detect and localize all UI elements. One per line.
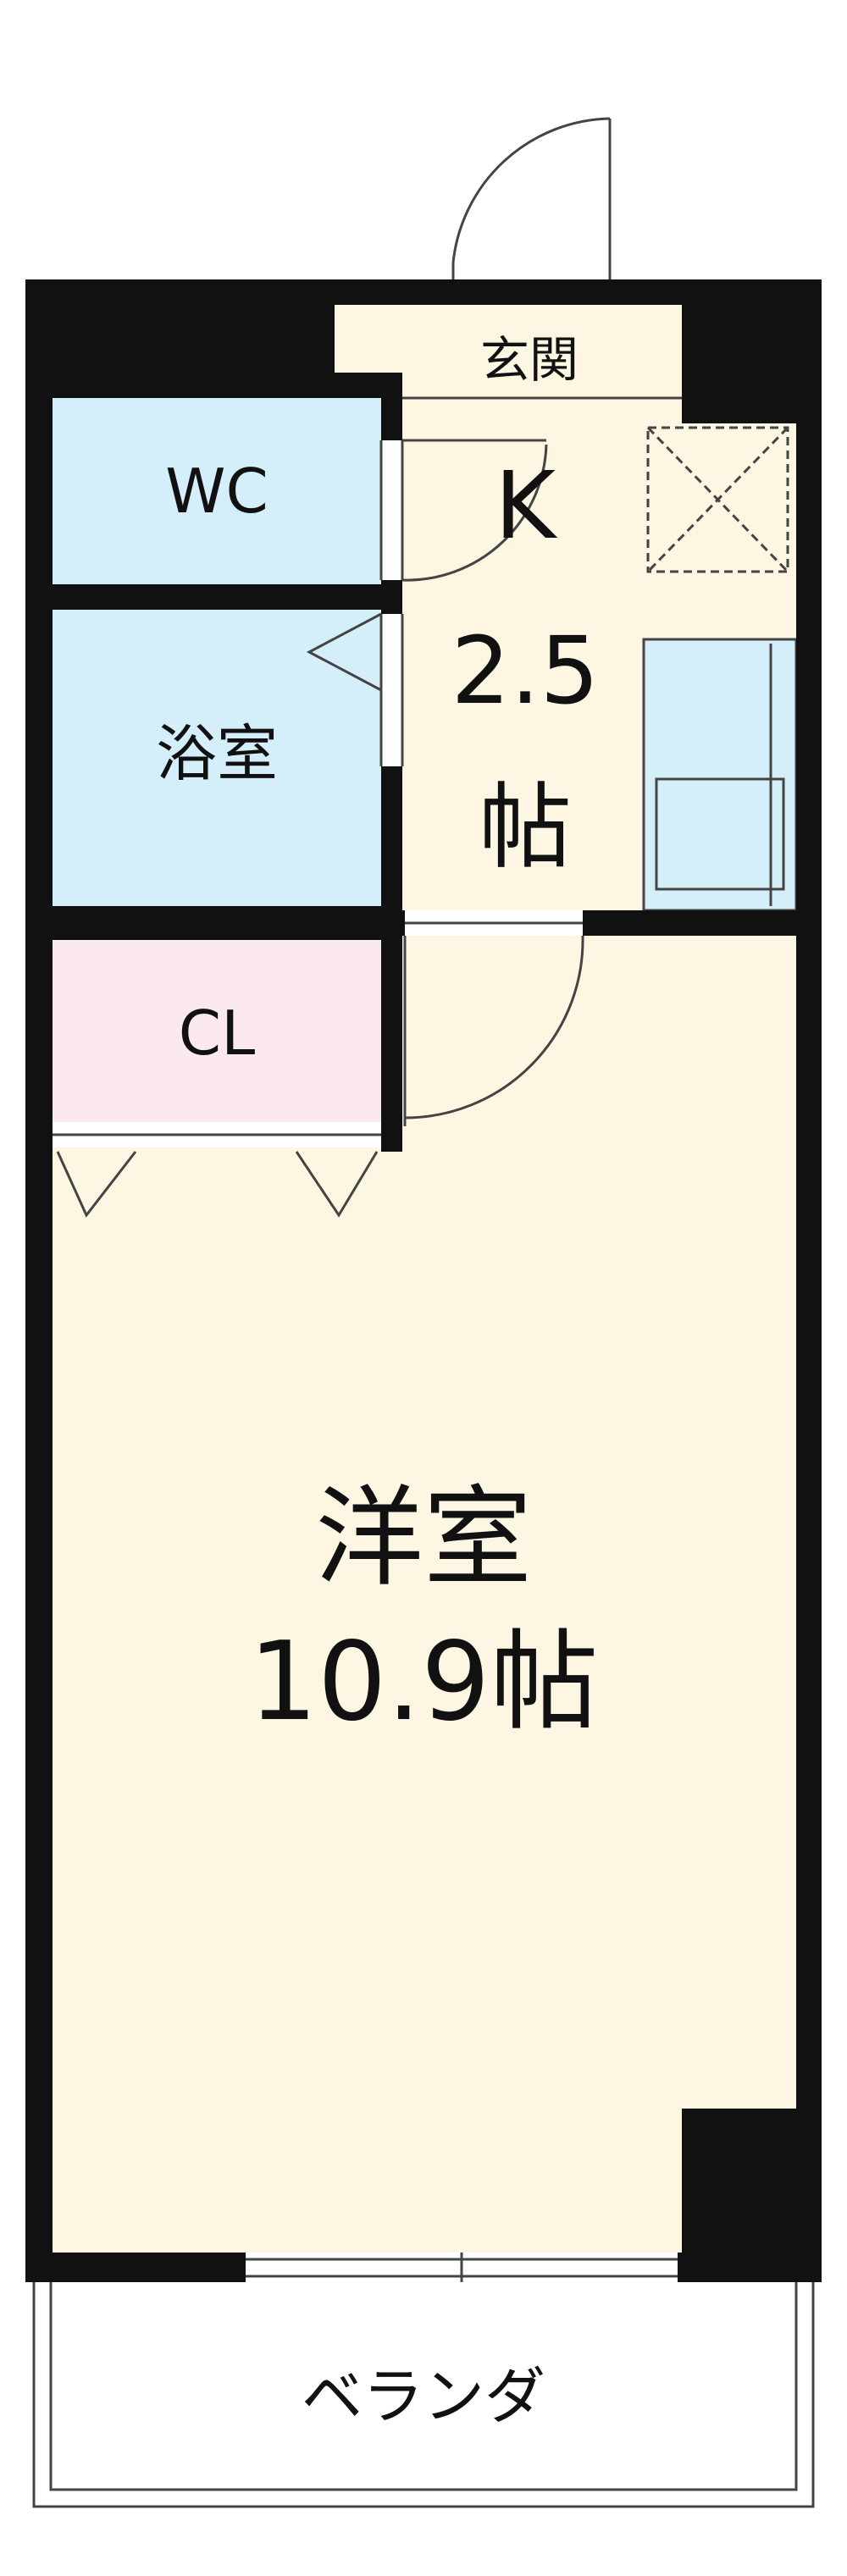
closet-folding-door-left: [56, 1151, 137, 1218]
closet-floor-overlay: [53, 940, 381, 1122]
walls: [25, 279, 822, 2282]
bath-label: 浴室: [156, 718, 278, 789]
room-fills: [53, 305, 798, 2253]
wall-wc-top: [25, 373, 402, 398]
sink-basin: [655, 777, 785, 891]
western-room-size: 10.9帖: [249, 1619, 599, 1745]
veranda-outer-rail: [32, 2282, 815, 2508]
bath-folding-door: [306, 612, 382, 692]
genkan-step: [335, 305, 682, 400]
genkan-label: 玄関: [480, 331, 579, 389]
wc-label: WC: [165, 456, 268, 527]
western-door-swing: [404, 935, 584, 1119]
bath-floor: [53, 610, 381, 906]
closet-label: CL: [179, 998, 255, 1069]
kitchen-size: 2.5: [451, 616, 600, 725]
wall-bath-closet: [25, 906, 402, 940]
wall-top-left-block: [25, 279, 335, 373]
wall-left: [25, 279, 53, 2282]
wc-door-opening: [381, 440, 402, 580]
western-room-floor: [53, 931, 796, 2253]
door-swings: [53, 439, 678, 2282]
veranda-inner-rail: [49, 2282, 798, 2491]
sink-unit: [642, 638, 798, 912]
western-room-label: 洋室: [315, 1475, 532, 1601]
kitchen-unit: 帖: [479, 773, 572, 882]
room-labels: 玄関 K 2.5 帖 WC 浴室 CL 洋室 10.9帖 ベランダ: [156, 331, 599, 2432]
entry-door: [451, 117, 612, 279]
wall-right: [796, 279, 822, 2282]
kitchen-label: K: [495, 451, 558, 560]
appliance-space: [646, 426, 789, 573]
veranda: [32, 2282, 815, 2508]
wc-floor: [53, 398, 381, 584]
genkan-floor-corner: [335, 305, 402, 373]
wall-top-genkan-lintel: [335, 279, 682, 305]
wall-wc-bath: [25, 584, 402, 610]
appliance-cross-b: [646, 426, 789, 573]
wall-pillar-bottom-right: [682, 2109, 822, 2282]
wc-door-swing: [401, 439, 548, 582]
appliance-box: [646, 426, 789, 573]
bath-door-opening: [381, 614, 402, 766]
closet-folding-door-right: [295, 1151, 379, 1218]
veranda-label: ベランダ: [302, 2361, 545, 2432]
entry-door-swing-arc: [451, 117, 611, 263]
